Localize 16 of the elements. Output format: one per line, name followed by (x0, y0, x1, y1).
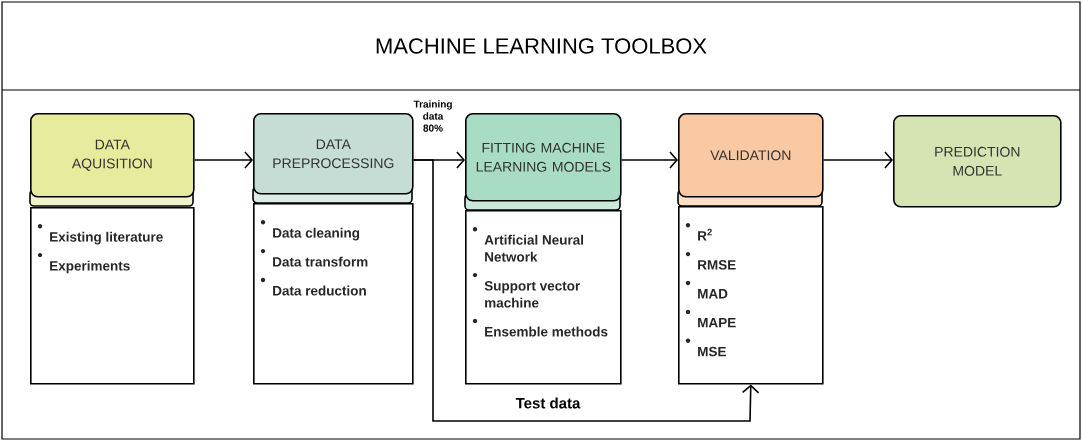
arrow (620, 151, 678, 169)
arrow (193, 151, 253, 169)
edge-label: Test data (513, 395, 583, 411)
bullet-list-box: Existing literature Experiments (30, 207, 195, 385)
bullet-list-box: R$^{2}$ RMSE MAD MAPE MSE (678, 206, 824, 385)
stage-box: PREDICTION MODEL (893, 115, 1062, 208)
arrow (412, 159, 760, 422)
title: MACHINE LEARNING TOOLBOX (376, 38, 707, 54)
edge-label: Training data 80% (413, 100, 452, 132)
bullet-list-box: Artificial Neural Network Support vector machine Ensemble methods (465, 210, 622, 385)
stage-header: DATA AQUISITION (29, 113, 195, 207)
stage-header: DATA PREPROCESSING (252, 113, 414, 204)
bullet-list-box: Data cleaning Data transform Data reduction (253, 203, 414, 385)
arrow (822, 151, 893, 169)
stage-header: FITTING MACHINE LEARNING MODELS (464, 113, 622, 211)
stage-header: VALIDATION (677, 113, 824, 207)
